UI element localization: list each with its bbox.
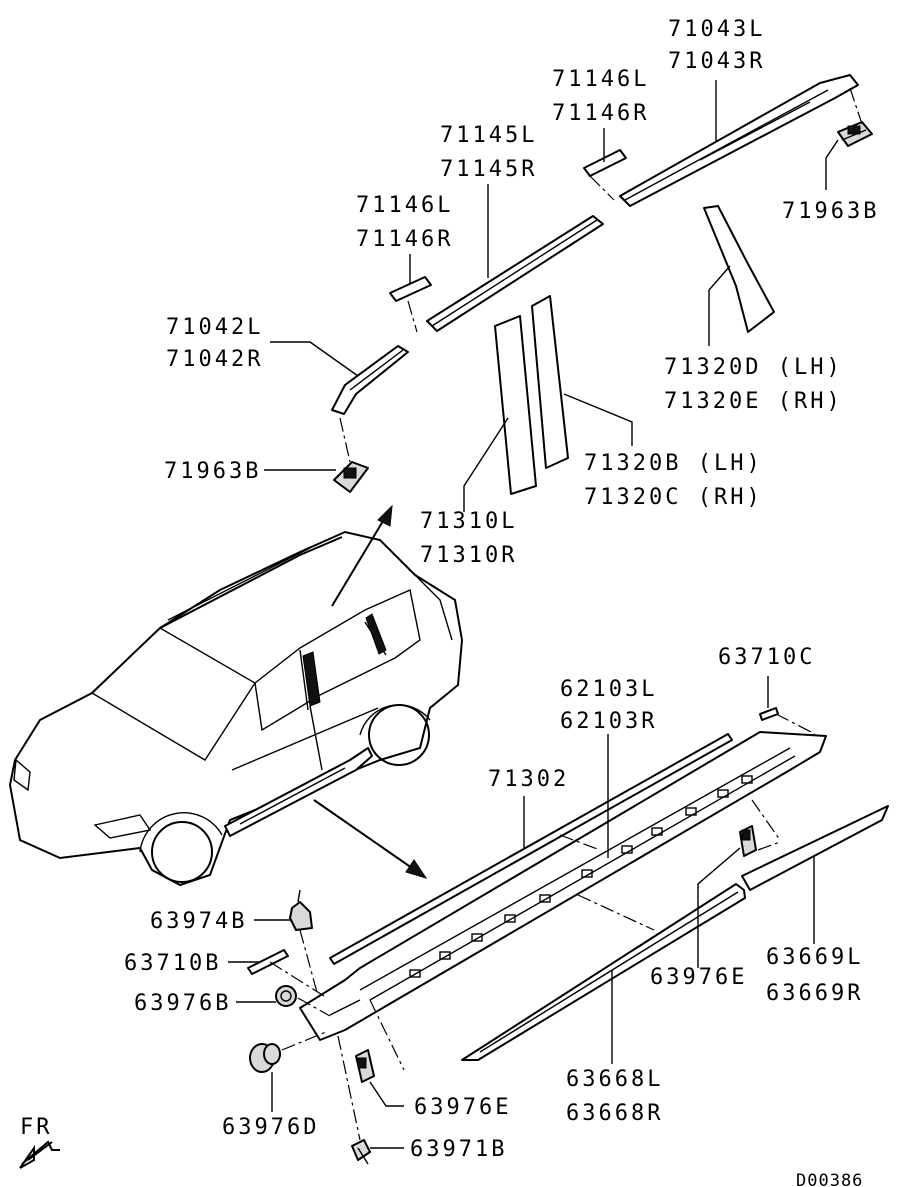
part-labels: 71043L 71043R 71146L 71146R 71145L 71145…	[20, 17, 879, 1187]
label-71320C: 71320C (RH)	[584, 485, 763, 510]
part-63974B-clip	[289, 889, 313, 931]
label-71320B: 71320B (LH)	[584, 451, 763, 476]
label-63710B: 63710B	[124, 951, 221, 976]
label-63976E-bottom: 63976E	[414, 1095, 511, 1120]
label-71146L-upper: 71146L	[552, 67, 649, 92]
part-63669-molding	[741, 805, 889, 891]
leader-63976E-bottom	[369, 999, 405, 1071]
label-71963B-lower: 71963B	[164, 459, 261, 484]
label-63971B: 63971B	[410, 1137, 507, 1162]
label-71963B-upper: 71963B	[782, 199, 879, 224]
arrow-to-roof-parts	[331, 504, 393, 607]
part-63668-molding	[461, 883, 746, 1061]
leader-71963B-lower	[339, 417, 351, 463]
label-63669R: 63669R	[766, 981, 863, 1006]
part-71043-roof-molding-rear	[619, 74, 859, 207]
vehicle-outline	[8, 530, 464, 887]
leader-71146-upper	[589, 175, 615, 201]
label-71146R-upper: 71146R	[552, 101, 649, 126]
label-71042L: 71042L	[166, 315, 263, 340]
label-71310L: 71310L	[420, 509, 517, 534]
part-71042-roof-molding-front	[331, 345, 409, 415]
leader-63710B	[269, 961, 325, 997]
label-62103R: 62103R	[560, 709, 657, 734]
label-63710C: 63710C	[718, 645, 815, 670]
label-63976D: 63976D	[222, 1115, 319, 1140]
label-71146L-lower: 71146L	[356, 193, 453, 218]
leader-63971B	[337, 1035, 361, 1141]
label-63974B: 63974B	[150, 909, 247, 934]
part-63971B-screw	[351, 1139, 371, 1165]
part-63976E-clip-right	[739, 825, 757, 857]
front-direction-icon	[19, 1140, 60, 1169]
leader-63976B	[297, 997, 331, 1017]
leader-dash-2	[577, 894, 655, 931]
part-63976D-fastener	[249, 1043, 281, 1073]
label-63668R: 63668R	[566, 1101, 663, 1126]
leader-63976E-right	[757, 841, 781, 851]
part-63710B-strip	[247, 949, 289, 975]
part-71145-roof-molding-center	[426, 215, 604, 332]
label-71310R: 71310R	[420, 543, 517, 568]
part-71320B-pillar	[531, 295, 569, 469]
label-71043R: 71043R	[668, 49, 765, 74]
leader-71146-lower	[407, 300, 418, 333]
part-71310-pillar	[494, 315, 537, 495]
leader-63976D	[281, 1031, 327, 1051]
label-71320D: 71320D (LH)	[664, 355, 843, 380]
leader-63974B	[299, 929, 319, 997]
part-62103-molding-strip	[329, 733, 733, 965]
label-63668L: 63668L	[566, 1067, 663, 1092]
part-71320D-rear-pillar	[703, 205, 775, 333]
part-63976B-fastener	[275, 985, 297, 1007]
label-71043L: 71043L	[668, 17, 765, 42]
part-71302-sill-garnish	[299, 731, 827, 1041]
leader-dash-63710C	[775, 713, 816, 735]
part-63976E-clip-bottom	[355, 1049, 375, 1083]
direction-label: FR	[20, 1115, 53, 1140]
label-71302: 71302	[488, 767, 569, 792]
leader-71963B-upper	[849, 87, 863, 125]
leader-dash-1	[559, 834, 601, 851]
label-71146R-lower: 71146R	[356, 227, 453, 252]
diagram-code: D00386	[796, 1171, 863, 1187]
leader-dash-3	[751, 799, 781, 841]
part-71146-pad-lower	[389, 276, 432, 302]
label-63669L: 63669L	[766, 945, 863, 970]
label-71145L: 71145L	[440, 123, 537, 148]
label-71145R: 71145R	[440, 157, 537, 182]
label-63976E-right: 63976E	[650, 965, 747, 990]
label-62103L: 62103L	[560, 677, 657, 702]
arrow-to-sill-parts	[313, 799, 428, 879]
part-71963B-clip-upper	[837, 121, 873, 147]
label-63976B: 63976B	[134, 991, 231, 1016]
part-71963B-clip-lower	[333, 461, 369, 493]
part-71146-pad-upper	[583, 149, 627, 177]
leader-lines	[228, 80, 839, 1149]
label-71042R: 71042R	[166, 347, 263, 372]
label-71320E: 71320E (RH)	[664, 389, 843, 414]
part-63710C-clip	[759, 707, 779, 721]
